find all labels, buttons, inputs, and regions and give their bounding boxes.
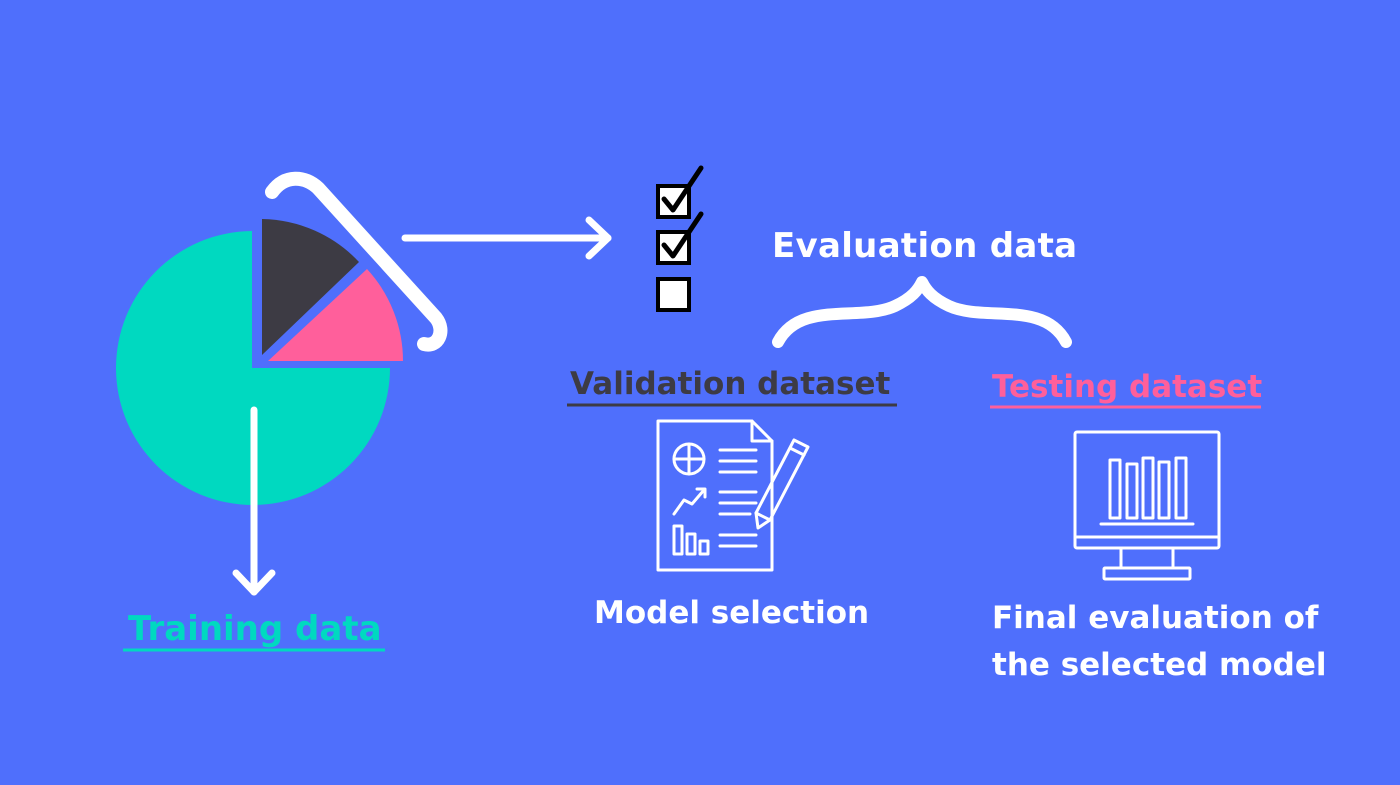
pie-slice-training: [116, 231, 391, 505]
evaluation-data-title: Evaluation data: [772, 226, 1078, 266]
final-evaluation-line-1: Final evaluation of: [992, 600, 1319, 636]
model-selection-label: Model selection: [594, 595, 870, 631]
pie-slice-validation: [262, 219, 359, 355]
monitor-bar-chart-icon: [1073, 430, 1221, 581]
report-document-icon: [656, 419, 774, 572]
final-evaluation-label: Final evaluation of the selected model: [992, 595, 1352, 689]
pencil-icon: [754, 438, 810, 530]
training-data-title: Training data: [128, 609, 382, 649]
arrow-to-training: [232, 406, 276, 596]
arrow-to-evaluation: [401, 216, 612, 260]
pie-bracket: [265, 171, 448, 352]
final-evaluation-line-2: the selected model: [992, 647, 1327, 683]
pie-slice-testing: [268, 269, 403, 361]
checklist-icon: [656, 165, 704, 312]
validation-dataset-title: Validation dataset: [570, 366, 891, 402]
data-split-pie: [116, 219, 403, 505]
evaluation-brace: [772, 276, 1072, 348]
testing-dataset-title: Testing dataset: [992, 369, 1263, 405]
